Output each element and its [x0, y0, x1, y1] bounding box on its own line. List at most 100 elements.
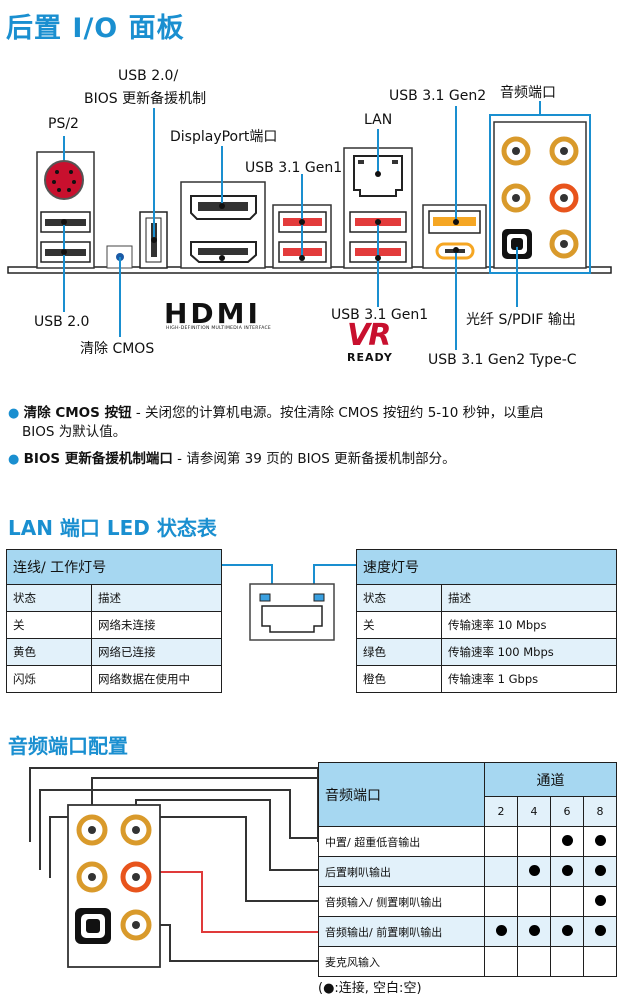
bios-flashback-label: BIOS 更新备援机制	[84, 91, 207, 107]
rear-io-illustration	[7, 101, 612, 350]
table-row: 麦克风输入	[318, 946, 617, 977]
link-activity-table: 连线/ 工作灯号 状态描述 关网络未连接 黄色网络已连接 闪烁网络数据在使用中	[6, 549, 222, 693]
channel-cell	[583, 886, 617, 917]
table-cell: 网络未连接	[91, 611, 222, 639]
audio-table-header: 音频端口	[318, 762, 485, 827]
link-col-desc: 描述	[91, 584, 222, 612]
speed-table: 速度灯号 状态描述 关传输速率 10 Mbps 绿色传输速率 100 Mbps …	[356, 549, 617, 693]
channel-cell	[484, 886, 518, 917]
table-row: 后置喇叭输出	[318, 856, 617, 887]
bullet-bios-flashback: ● BIOS 更新备援机制端口 - 请参阅第 39 页的 BIOS 更新备援机制…	[8, 450, 623, 469]
channel-4: 4	[517, 796, 551, 827]
table-cell: 橙色	[356, 665, 442, 693]
clear-cmos-label: 清除 CMOS	[80, 341, 155, 357]
bullet-title: BIOS 更新备援机制端口	[23, 451, 173, 467]
bullet-text-cont: BIOS 为默认值。	[22, 424, 127, 440]
channel-cell	[583, 826, 617, 857]
bullet-text: - 关闭您的计算机电源。按住清除 CMOS 按钮约 5-10 秒钟，以重启	[131, 405, 544, 421]
audio-port-name: 后置喇叭输出	[318, 856, 485, 887]
table-cell: 关	[6, 611, 92, 639]
led-section-title: LAN 端口 LED 状态表	[8, 516, 217, 540]
table-cell: 关	[356, 611, 442, 639]
connected-dot	[561, 924, 573, 936]
ps2-label: PS/2	[48, 116, 79, 132]
link-table-title: 连线/ 工作灯号	[6, 549, 222, 585]
channel-6: 6	[550, 796, 584, 827]
channel-cell	[583, 916, 617, 947]
channel-cell	[484, 916, 518, 947]
usb31-gen2-typec-label: USB 3.1 Gen2 Type-C	[428, 352, 577, 368]
displayport-label: DisplayPort端口	[170, 129, 278, 145]
speed-col-status: 状态	[356, 584, 442, 612]
bullet-clear-cmos: ● 清除 CMOS 按钮 - 关闭您的计算机电源。按住清除 CMOS 按钮约 5…	[8, 404, 623, 442]
usb31-gen1-top-label: USB 3.1 Gen1	[245, 160, 343, 176]
bullet-text: - 请参阅第 39 页的 BIOS 更新备援机制部分。	[172, 451, 456, 467]
table-row: 音频输出/ 前置喇叭输出	[318, 916, 617, 947]
audio-port-name: 音频输出/ 前置喇叭输出	[318, 916, 485, 947]
audio-config-table: 音频端口 通道 2 4 6 8 中置/ 超重低音输出后置喇叭输出音频输入/ 侧置…	[318, 762, 617, 977]
ps2-port	[44, 160, 84, 200]
channel-cell	[550, 856, 584, 887]
vr-ready-text: READY	[347, 351, 393, 364]
connected-dot	[528, 924, 540, 936]
hdmi-tagline: HIGH-DEFINITION MULTIMEDIA INTERFACE	[166, 326, 272, 331]
channel-cell	[517, 856, 551, 887]
lan-label: LAN	[364, 112, 393, 128]
audio-port-name: 麦克风输入	[318, 946, 485, 977]
audio-port-name: 中置/ 超重低音输出	[318, 826, 485, 857]
channel-cell	[517, 886, 551, 917]
io-panel-title: 后置 I/O 面板	[6, 13, 185, 44]
table-cell: 绿色	[356, 638, 442, 666]
lan-port-diagram	[222, 564, 356, 641]
spdif-label: 光纤 S/PDIF 输出	[466, 312, 576, 328]
link-col-status: 状态	[6, 584, 92, 612]
channel-cell	[517, 826, 551, 857]
usb20-label: USB 2.0	[34, 314, 90, 330]
channel-2: 2	[484, 796, 518, 827]
bullet-title: 清除 CMOS 按钮	[23, 405, 132, 421]
bullet-dot: ●	[8, 406, 20, 421]
channel-cell	[550, 886, 584, 917]
connected-dot	[528, 864, 540, 876]
channel-cell	[484, 826, 518, 857]
channel-cell	[517, 946, 551, 977]
speed-table-title: 速度灯号	[356, 549, 617, 585]
usb20-bios-label: USB 2.0/	[118, 68, 179, 84]
table-cell: 网络已连接	[91, 638, 222, 666]
audio-section-title: 音频端口配置	[8, 734, 128, 758]
channel-cell	[583, 856, 617, 887]
audio-legend: (●:连接, 空白:空)	[318, 981, 422, 996]
channel-cell	[484, 946, 518, 977]
channel-cell	[484, 856, 518, 887]
channel-8: 8	[583, 796, 617, 827]
table-cell: 传输速率 10 Mbps	[441, 611, 617, 639]
channel-header: 通道	[484, 762, 617, 797]
channel-cell	[517, 916, 551, 947]
table-cell: 传输速率 1 Gbps	[441, 665, 617, 693]
bullet-dot: ●	[8, 452, 20, 467]
channel-cell	[550, 916, 584, 947]
connected-dot	[561, 864, 573, 876]
connected-dot	[495, 924, 507, 936]
connected-dot	[561, 834, 573, 846]
connected-dot	[594, 894, 606, 906]
audio-port-name: 音频输入/ 侧置喇叭输出	[318, 886, 485, 917]
connected-dot	[594, 834, 606, 846]
hdmi-logo: HDMI	[164, 297, 261, 330]
table-cell: 闪烁	[6, 665, 92, 693]
usb31-gen2-label: USB 3.1 Gen2	[389, 88, 487, 104]
vr-logo: VR	[347, 318, 391, 353]
audio-jack-diagram	[29, 767, 319, 968]
table-cell: 传输速率 100 Mbps	[441, 638, 617, 666]
channel-cell	[550, 826, 584, 857]
channel-cell	[583, 946, 617, 977]
connected-dot	[594, 864, 606, 876]
speed-col-desc: 描述	[441, 584, 617, 612]
connected-dot	[594, 924, 606, 936]
channel-cell	[550, 946, 584, 977]
table-cell: 网络数据在使用中	[91, 665, 222, 693]
audio-ports-label: 音频端口	[500, 85, 556, 101]
table-row: 中置/ 超重低音输出	[318, 826, 617, 857]
usb31-gen1-bottom-label: USB 3.1 Gen1	[331, 307, 429, 323]
table-cell: 黄色	[6, 638, 92, 666]
